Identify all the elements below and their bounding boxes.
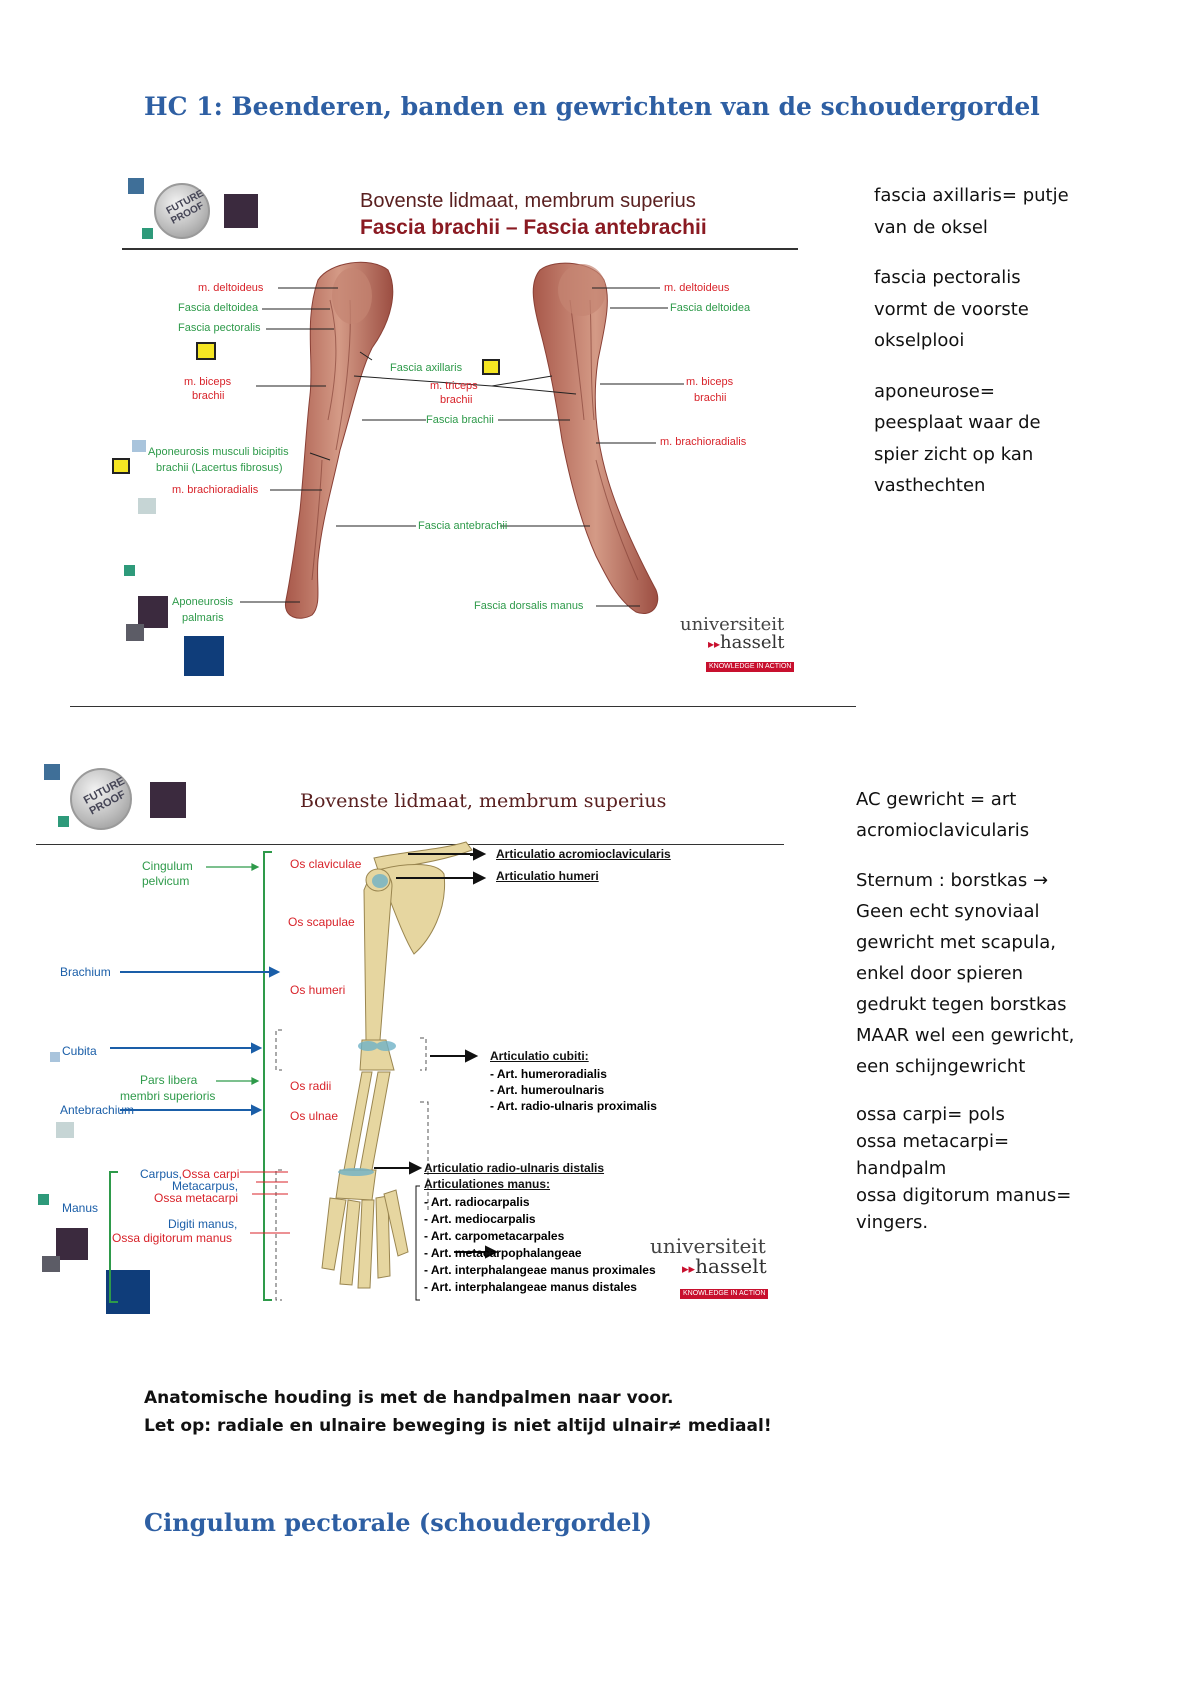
list-manus: - Art. radiocarpalis - Art. mediocarpali…: [424, 1195, 656, 1294]
label-palmaris: palmaris: [182, 612, 224, 624]
label-fascia-axillaris: Fascia axillaris: [390, 362, 463, 374]
label-fascia-dorsalis-manus: Fascia dorsalis manus: [474, 600, 584, 612]
deco-square: [184, 636, 224, 676]
note-sternum: Sternum : borstkas → Geen echt synoviaal…: [856, 870, 1075, 1077]
label-m-brachioradialis-left: m. brachioradialis: [172, 484, 259, 496]
label-os-claviculae: Os claviculae: [290, 857, 362, 871]
list-cubiti: - Art. humeroradialis - Art. humeroulnar…: [490, 1067, 657, 1113]
label-metacarpus: Metacarpus,: [172, 1179, 239, 1193]
label-ossa-digitorum: Ossa digitorum manus: [112, 1231, 233, 1245]
future-proof-badge: FUTURE PROOF: [154, 183, 210, 239]
deco-square: [482, 359, 500, 375]
label-aponeurosis-palmaris: Aponeurosis: [172, 596, 234, 608]
label-fascia-pectoralis: Fascia pectoralis: [178, 322, 261, 334]
label-art-manus: Articulationes manus:: [424, 1177, 551, 1191]
label-triceps-brachii: brachii: [440, 394, 473, 406]
slide-fascia: FUTURE PROOF Bovenste lidmaat, membrum s…: [0, 0, 860, 710]
deco-square: [126, 624, 144, 641]
label-fascia-antebrachii: Fascia antebrachii: [418, 520, 508, 532]
section-divider: [70, 706, 856, 707]
slide-subtitle: Fascia brachii – Fascia antebrachii: [360, 216, 707, 239]
deco-square: [150, 782, 186, 818]
arm-skeleton-illustration: [109, 841, 499, 1303]
label-antebrachium: Antebrachium: [60, 1103, 135, 1117]
label-ossa-metacarpi: Ossa metacarpi: [154, 1191, 239, 1205]
label-fascia-deltoidea-right: Fascia deltoidea: [670, 302, 751, 314]
label-os-scapulae: Os scapulae: [288, 915, 355, 929]
deco-square: [138, 596, 168, 628]
label-digiti-manus: Digiti manus,: [168, 1217, 238, 1231]
label-m-deltoideus-left: m. deltoideus: [198, 282, 264, 294]
label-os-radii: Os radii: [290, 1079, 332, 1093]
label-art-cubiti: Articulatio cubiti:: [490, 1049, 589, 1063]
label-cubita: Cubita: [62, 1044, 97, 1058]
label-brachium: Brachium: [60, 965, 111, 979]
label-m-biceps-left: m. biceps: [184, 376, 232, 388]
label-m-brachioradialis-right: m. brachioradialis: [660, 436, 747, 448]
deco-square: [142, 228, 153, 239]
section-heading: Cingulum pectorale (schoudergordel): [144, 1508, 652, 1537]
arm-muscles-illustration: [240, 261, 684, 619]
uhasselt-logo: universiteit ▸▸hasselt KNOWLEDGE IN ACTI…: [680, 616, 795, 672]
page-title: HC 1: Beenderen, banden en gewrichten va…: [144, 92, 1040, 121]
note-fascia-axillaris: fascia axillaris= putje van de oksel: [874, 185, 1069, 238]
label-biceps-brachii-right: brachii: [694, 392, 727, 404]
label-art-radioulnaris-distalis: Articulatio radio-ulnaris distalis: [424, 1161, 605, 1175]
deco-square: [56, 1228, 88, 1260]
slide-rule: [122, 248, 798, 250]
deco-square: [124, 565, 135, 576]
label-os-humeri: Os humeri: [290, 983, 346, 997]
deco-square: [42, 1256, 60, 1272]
label-lacertus-fibrosus: brachii (Lacertus fibrosus): [156, 462, 283, 474]
deco-square: [132, 440, 146, 452]
note-aponeurose: aponeurose= peesplaat waar de spier zich…: [874, 380, 1041, 497]
note-ac-gewricht: AC gewricht = art acromioclavicularis: [856, 789, 1030, 841]
deco-square: [112, 458, 130, 474]
anatomical-position-note: Anatomische houding is met de handpalmen…: [144, 1388, 772, 1436]
label-aponeurosis-bicipitis: Aponeurosis musculi bicipitis: [148, 446, 289, 458]
deco-square: [50, 1052, 60, 1062]
label-carpus-group: Carpus,Ossa carpi: [140, 1167, 240, 1181]
label-membri-superioris: membri superioris: [120, 1089, 216, 1103]
deco-square: [44, 764, 60, 780]
slide-title: Bovenste lidmaat, membrum superius: [360, 190, 696, 212]
label-os-ulnae: Os ulnae: [290, 1109, 339, 1123]
label-pars-libera: Pars libera: [140, 1073, 198, 1087]
future-proof-badge: FUTURE PROOF: [70, 768, 132, 830]
label-cingulum: Cingulum: [142, 859, 193, 873]
deco-square: [56, 1122, 74, 1138]
slide-membrum-superius: FUTURE PROOF Bovenste lidmaat, membrum s…: [0, 740, 860, 1340]
deco-square: [128, 178, 144, 194]
label-pelvicum: pelvicum: [142, 874, 190, 888]
slide-rule: [36, 844, 784, 845]
label-fascia-brachii: Fascia brachii: [426, 414, 494, 426]
label-m-biceps-right: m. biceps: [686, 376, 734, 388]
label-art-acromioclavicularis: Articulatio acromioclavicularis: [496, 847, 671, 861]
label-art-humeri: Articulatio humeri: [496, 869, 599, 883]
label-m-deltoideus-right: m. deltoideus: [664, 282, 730, 294]
deco-square: [138, 498, 156, 514]
uhasselt-logo: universiteit ▸▸hasselt KNOWLEDGE IN ACTI…: [650, 1234, 769, 1299]
slide-title: Bovenste lidmaat, membrum superius: [300, 790, 667, 812]
label-manus: Manus: [62, 1201, 99, 1215]
side-notes-1: fascia axillaris= putje van de oksel fas…: [874, 180, 1074, 521]
deco-square: [58, 816, 69, 827]
deco-square: [196, 342, 216, 360]
deco-square: [106, 1270, 150, 1314]
deco-square: [224, 194, 258, 228]
note-fascia-pectoralis: fascia pectoralis vormt de voorste oksel…: [874, 267, 1029, 351]
side-notes-2: AC gewricht = art acromioclavicularis St…: [856, 784, 1076, 1236]
label-m-triceps: m. triceps: [430, 380, 478, 392]
note-ossa: ossa carpi= pols ossa metacarpi= handpal…: [856, 1104, 1072, 1233]
deco-square: [38, 1194, 49, 1205]
label-fascia-deltoidea-left: Fascia deltoidea: [178, 302, 259, 314]
label-brachii-left: brachii: [192, 390, 225, 402]
